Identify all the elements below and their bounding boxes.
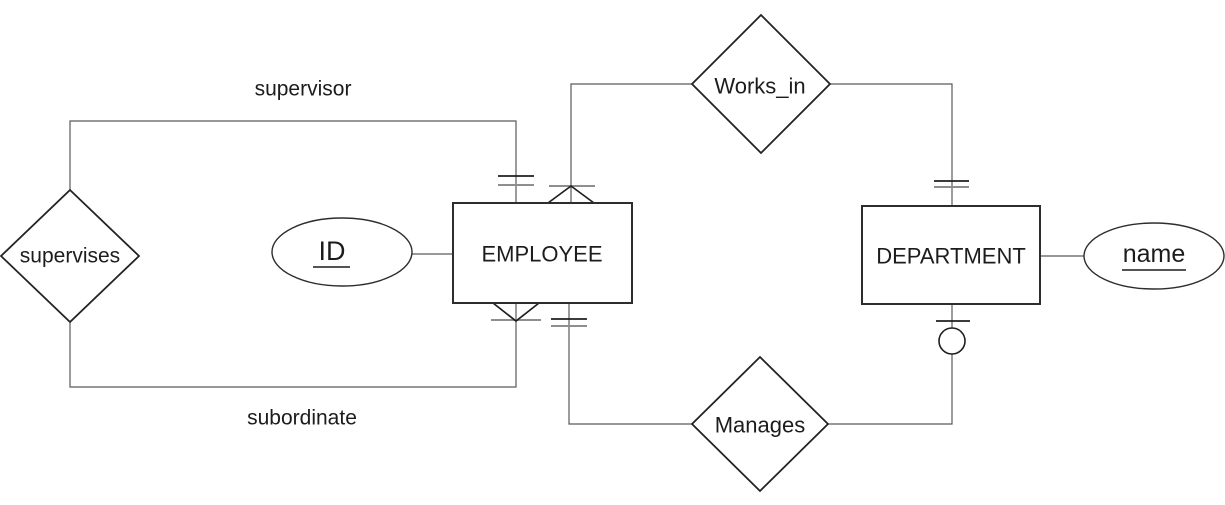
attribute-name: name: [1083, 222, 1225, 290]
manages-diamond: [690, 355, 830, 493]
id-label: ID: [319, 236, 346, 266]
name-label: name: [1123, 240, 1186, 268]
supervises-label: supervises: [20, 245, 120, 268]
works-in-label: Works_in: [714, 74, 805, 99]
employee-box: [452, 202, 633, 304]
supervisor-role-label: supervisor: [255, 78, 352, 101]
edge-worksin-department: [830, 83, 953, 206]
department-label: DEPARTMENT: [876, 244, 1026, 269]
edge-manages-employee: [568, 303, 692, 425]
relationship-works-in: Works_in: [690, 13, 832, 155]
works-in-diamond: [690, 13, 832, 155]
cardinality-many-mark-subordinate: [491, 302, 541, 323]
edge-worksin-employee: [570, 83, 692, 203]
cardinality-one-mark-supervisor: [498, 175, 534, 186]
subordinate-role-label: subordinate: [247, 407, 357, 430]
crow-foot-icon: [492, 302, 540, 323]
edge-supervises-supervisor: [69, 120, 517, 203]
id-ellipse: [271, 217, 413, 287]
relationship-manages: Manages: [690, 355, 830, 493]
name-ellipse: [1083, 222, 1225, 290]
cardinality-one-mark-worksin-department: [934, 180, 969, 188]
cardinality-one-mark-manages-employee: [551, 318, 587, 327]
edge-manages-department: [828, 304, 953, 425]
edge-supervises-subordinate: [69, 303, 517, 388]
relationship-supervises: supervises: [0, 188, 141, 324]
employee-label: EMPLOYEE: [481, 242, 602, 267]
manages-label: Manages: [715, 413, 806, 438]
entity-department: DEPARTMENT: [861, 205, 1041, 305]
zero-circle-icon: [938, 327, 966, 355]
department-box: [861, 205, 1041, 305]
supervises-diamond: [0, 188, 141, 324]
attribute-id: ID: [271, 217, 413, 287]
crow-foot-icon: [547, 184, 595, 204]
cardinality-many-mark-worksin-employee: [547, 184, 595, 204]
entity-employee: EMPLOYEE: [452, 202, 633, 304]
cardinality-zero-or-one-mark-manages-department: [936, 320, 970, 355]
